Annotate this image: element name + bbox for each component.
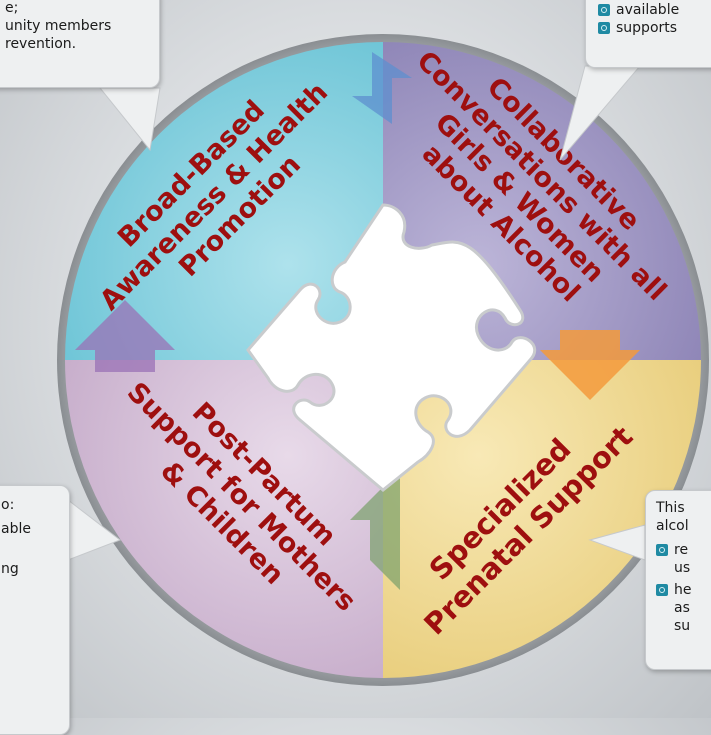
segment-postpartum (65, 360, 383, 678)
callout-bullet-text: he (674, 582, 692, 598)
bullet-icon (656, 584, 668, 596)
callout-bullet-text: su (674, 618, 691, 634)
callout-line: ng (1, 561, 19, 577)
arrow-right-icon (352, 52, 412, 124)
arrow-left-icon (350, 470, 400, 590)
callout-tail (98, 87, 161, 152)
callout-left: o: able ng (0, 485, 70, 735)
callout-line: unity members (5, 18, 112, 34)
segment-prenatal (383, 360, 701, 678)
bullet-icon (598, 22, 610, 34)
callout-top-left: e; unity members revention. (0, 0, 160, 88)
callout-line: o: (1, 497, 15, 513)
callout-line: e; (5, 0, 19, 16)
arrow-down-icon (540, 330, 640, 400)
callout-line: revention. (5, 36, 77, 52)
callout-line: able (1, 521, 31, 537)
callout-line: alcol (656, 518, 689, 534)
bullet-icon (656, 544, 668, 556)
callout-bullet-text: supports (616, 20, 678, 36)
segment-awareness (65, 42, 383, 360)
callout-bullet-text: us (674, 560, 691, 576)
arrow-up-icon (75, 300, 175, 372)
callout-bullet: supports (598, 19, 711, 37)
callout-bullet-text: re (674, 542, 689, 558)
callout-bullet: available (598, 1, 711, 19)
callout-bullet-text: as (674, 600, 690, 616)
callout-bottom-right: This alcol re us he as su (645, 490, 711, 670)
callout-bullet-text: available (616, 2, 680, 18)
callout-top-right: available supports (585, 0, 711, 68)
callout-bullet: he as su (656, 581, 711, 635)
callout-bullet: re us (656, 541, 711, 577)
bullet-icon (598, 4, 610, 16)
callout-line: This (656, 500, 685, 516)
center-puzzle-hole (246, 203, 537, 492)
puzzle-cycle-diagram: Broad-Based Awareness & Health Promotion… (57, 34, 709, 686)
